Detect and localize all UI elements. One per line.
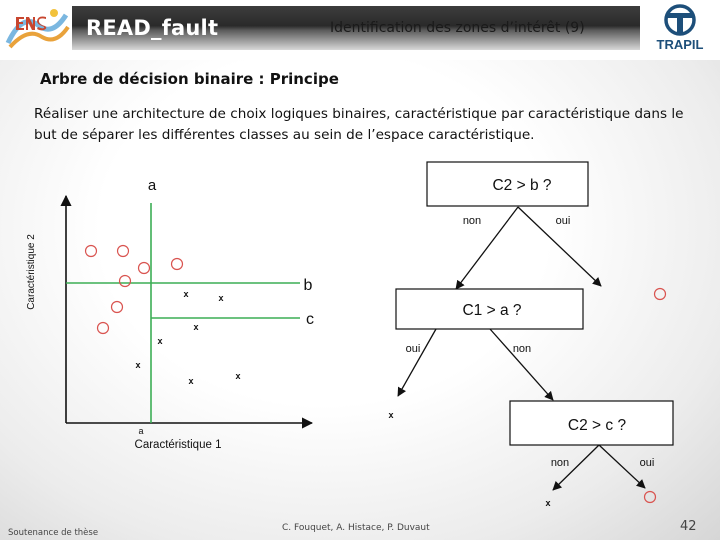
circle-sample xyxy=(137,261,151,275)
footer-authors: C. Fouquet, A. Histace, P. Duvaut xyxy=(282,523,430,533)
cross-sample: x xyxy=(135,360,140,370)
cross-samples: x x x x x x x xyxy=(135,289,240,386)
cross-leaf: x xyxy=(545,498,550,508)
tree-edge xyxy=(397,328,437,397)
tree-node-3-yes: oui xyxy=(640,457,655,469)
tree-node-1 xyxy=(426,161,589,207)
circle-sample xyxy=(84,244,98,258)
tree-node-1-no: non xyxy=(463,215,481,227)
slide-title: Identification des zones d’intérêt (9) xyxy=(330,20,585,36)
cross-leaf: x xyxy=(388,410,393,420)
content-background xyxy=(0,60,720,540)
footer-left: Soutenance de thèse xyxy=(8,528,99,538)
circle-sample xyxy=(170,257,184,271)
cross-sample: x xyxy=(235,371,240,381)
app-title: READ_fault xyxy=(86,16,219,40)
tree-node-3 xyxy=(509,400,674,446)
circle-sample xyxy=(96,321,110,335)
decision-tree: C2 > b ? non oui C1 > a ? oui non x C2 >… xyxy=(388,161,674,508)
section-subtitle: Arbre de décision binaire : Principe xyxy=(40,70,339,88)
tree-edge xyxy=(489,328,554,401)
circle-sample xyxy=(118,274,132,288)
header-bar xyxy=(72,6,640,50)
tree-node-2-no: non xyxy=(513,343,531,355)
trapil-logo-icon: TRAPIL xyxy=(642,4,718,52)
y-axis-label: Caractéristique 2 xyxy=(26,234,37,310)
tree-node-1-yes: oui xyxy=(556,215,571,227)
tree-node-2 xyxy=(395,288,584,330)
page-number: 42 xyxy=(680,519,697,534)
x-axis-label: Caractéristique 1 xyxy=(135,439,222,451)
intro-paragraph: Réaliser une architecture de choix logiq… xyxy=(34,106,684,143)
cross-sample: x xyxy=(193,322,198,332)
ens-logo-icon xyxy=(4,6,70,52)
circle-sample xyxy=(110,300,124,314)
threshold-b-label: b xyxy=(304,277,313,294)
tree-node-1-label: C2 > b ? xyxy=(492,177,551,194)
tree-node-2-label: C1 > a ? xyxy=(462,302,521,319)
tree-edge xyxy=(517,206,602,287)
circle-leaf xyxy=(643,490,657,504)
cross-sample: x xyxy=(218,293,223,303)
tree-edge xyxy=(455,206,519,290)
trapil-logo-text: TRAPIL xyxy=(657,37,704,52)
circle-sample xyxy=(116,244,130,258)
circle-samples xyxy=(84,244,184,335)
tree-node-3-no: non xyxy=(551,457,569,469)
circle-leaf xyxy=(653,287,667,301)
threshold-a-label: a xyxy=(148,177,157,194)
threshold-a-axis-label: a xyxy=(138,426,143,436)
tree-edge xyxy=(598,444,646,489)
tree-node-2-yes: oui xyxy=(406,343,421,355)
feature-space-plot: Caractéristique 2 Caractéristique 1 a a … xyxy=(26,177,314,451)
threshold-c-label: c xyxy=(306,311,314,328)
tree-node-3-label: C2 > c ? xyxy=(568,417,627,434)
tree-edge xyxy=(552,444,600,491)
cross-sample: x xyxy=(157,336,162,346)
cross-sample: x xyxy=(188,376,193,386)
cross-sample: x xyxy=(183,289,188,299)
